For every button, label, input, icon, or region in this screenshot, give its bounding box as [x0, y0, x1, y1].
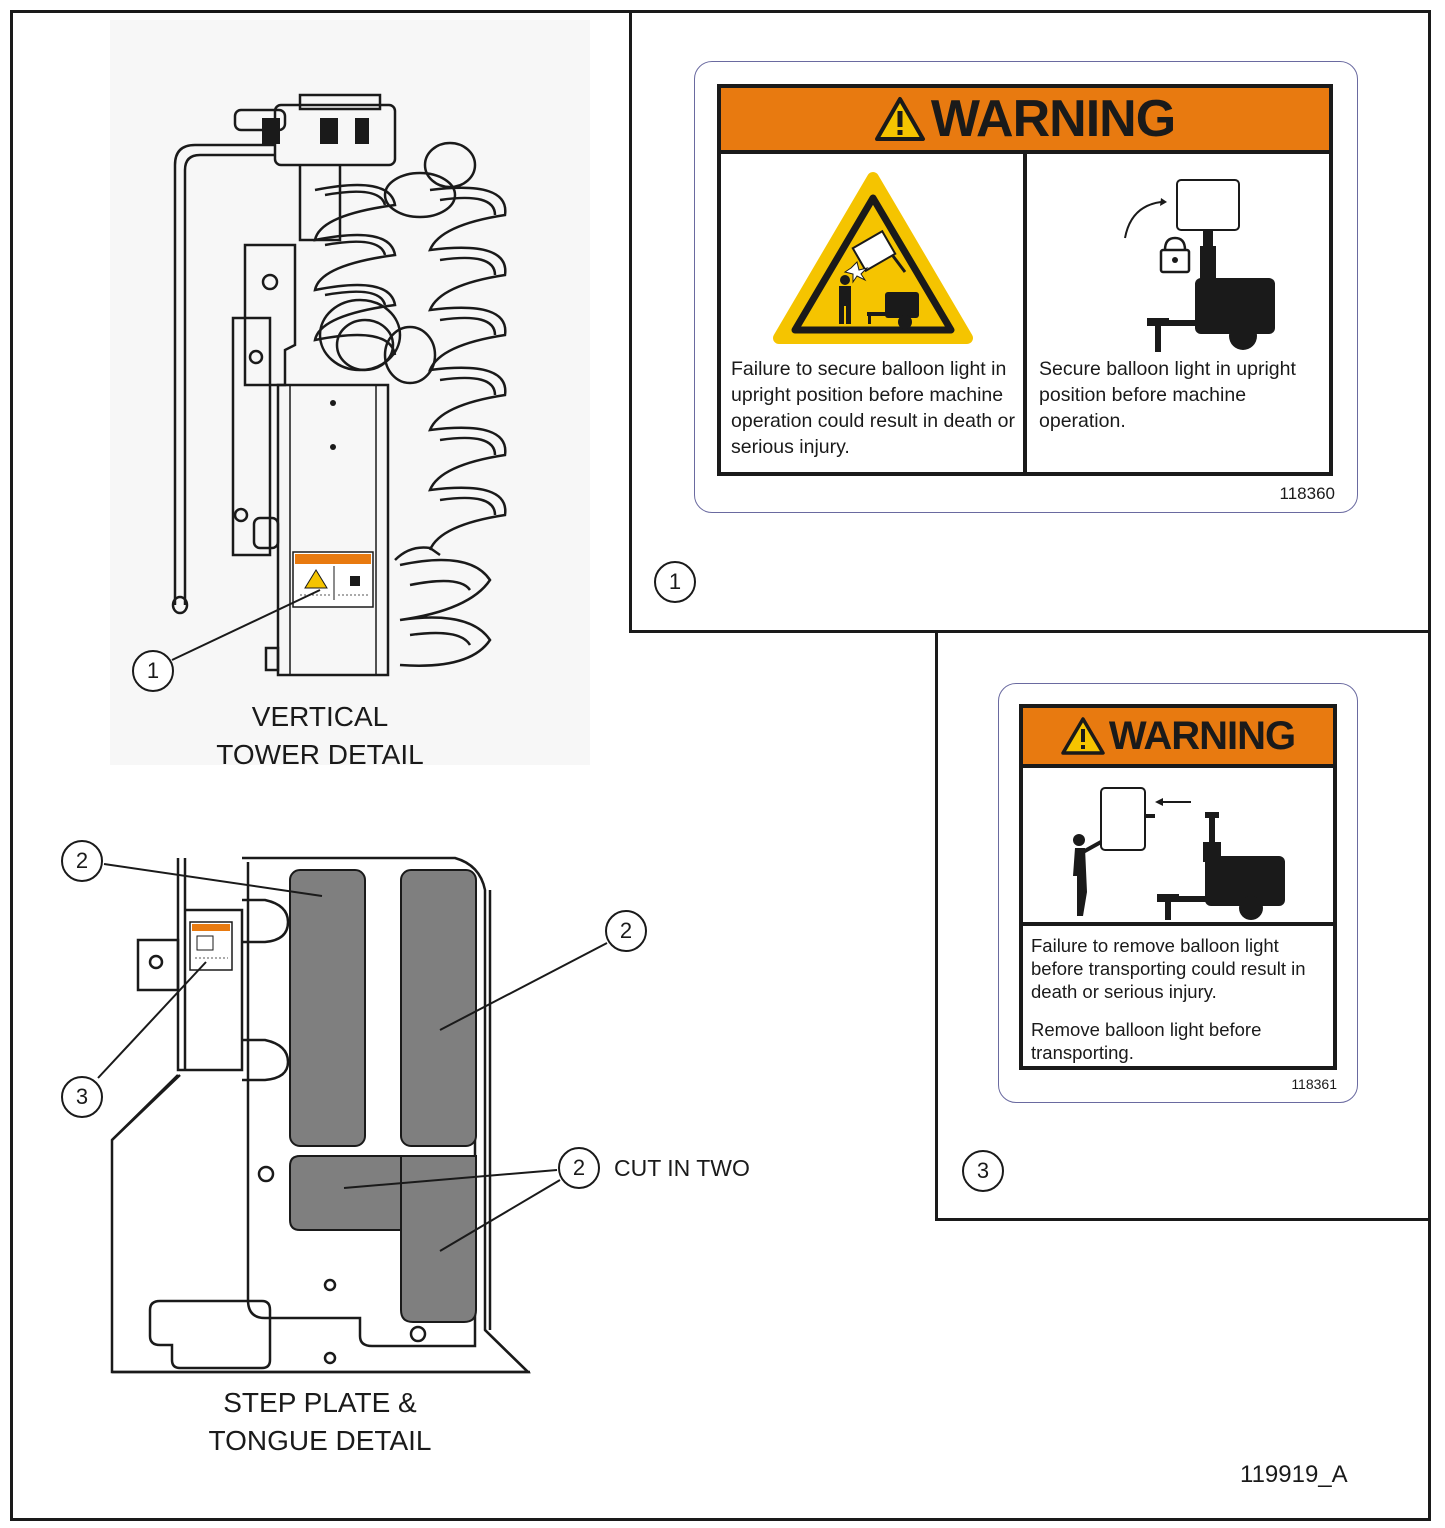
decal-1-header: WARNING: [721, 88, 1329, 154]
decal-1-divider: [1023, 150, 1027, 472]
decal-1-outline: WARNING: [694, 61, 1358, 513]
decal-3-text-2: Remove balloon light before transporting…: [1031, 1019, 1262, 1063]
step-plate-callout-2b: 2: [605, 910, 647, 952]
decal-3-header: WARNING: [1023, 708, 1333, 768]
step-plate-callout-2c: 2: [558, 1147, 600, 1189]
decal-3-divider: [1023, 922, 1333, 926]
decal-3-callout: 3: [962, 1150, 1004, 1192]
tower-callout-1: 1: [132, 650, 174, 692]
crush-hazard-icon: [773, 172, 973, 344]
decal-1-part-number: 118360: [1279, 484, 1335, 503]
tower-detail-label-line2: TOWER DETAIL: [216, 739, 424, 770]
decal-1-left-text: Failure to secure balloon light in uprig…: [731, 358, 1016, 458]
decal-1-header-text: WARNING: [930, 90, 1176, 148]
decal-3-text-1: Failure to remove balloon light before t…: [1031, 935, 1306, 1002]
warning-triangle-icon: [1061, 717, 1105, 755]
decal-3-panel: WARNING: [935, 630, 1431, 1221]
warning-triangle-icon: [874, 97, 925, 141]
remove-light-icon: [1073, 787, 1285, 920]
decal-3-outline: WARNING: [998, 683, 1358, 1103]
step-plate-label-line1: STEP PLATE &: [223, 1387, 417, 1418]
decal-1-right-text: Secure balloon light in upright position…: [1039, 358, 1296, 432]
decal-1-panel: WARNING: [629, 10, 1431, 633]
drawing-number: 119919_A: [1240, 1461, 1348, 1488]
decal-3-part-number: 118361: [1291, 1076, 1337, 1092]
secured-light-trailer-icon: [1124, 179, 1275, 352]
decal-3-sign: WARNING: [1019, 704, 1337, 1070]
step-plate-callout-3: 3: [61, 1076, 103, 1118]
step-plate-callout-2a: 2: [61, 840, 103, 882]
decal-1-callout: 1: [654, 561, 696, 603]
tower-detail-label-line1: VERTICAL: [251, 701, 389, 732]
cut-in-two-note: CUT IN TWO: [614, 1155, 750, 1181]
decal-1-sign: WARNING: [717, 84, 1333, 476]
decal-3-header-text: WARNING: [1108, 713, 1296, 758]
step-plate-label-line2: TONGUE DETAIL: [208, 1425, 432, 1456]
